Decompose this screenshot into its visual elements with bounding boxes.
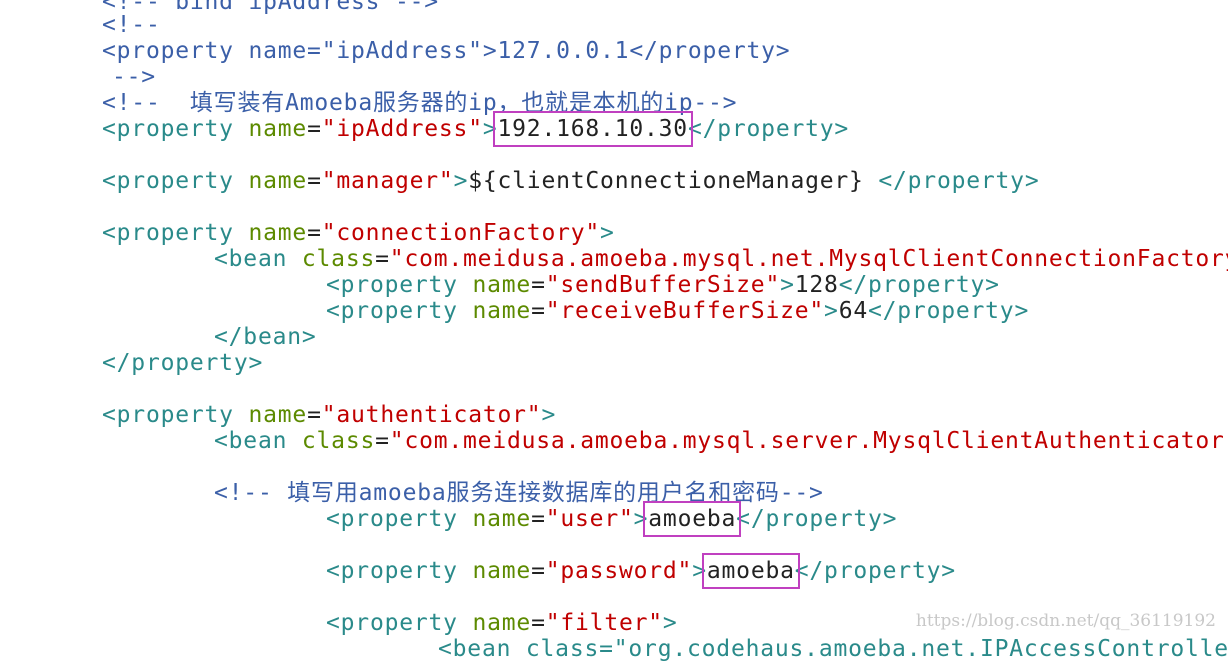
xml-tag: </property> — [838, 272, 1000, 298]
xml-string: "com.meidusa.amoeba.mysql.net.MysqlClien… — [389, 246, 1228, 272]
comment-text: <!-- 填写用amoeba服务连接数据库的用户名和密码--> — [214, 480, 824, 506]
xml-tag: > — [482, 116, 498, 142]
xml-tag: > — [453, 168, 469, 194]
xml-tag: <bean class="org.codehaus.amoeba.net.IPA… — [438, 636, 1228, 662]
code-line: </property> — [102, 350, 263, 376]
xml-attr: name — [472, 558, 532, 584]
code-line: --> — [112, 64, 156, 90]
code-line: <property name="connectionFactory"> — [102, 220, 615, 246]
xml-attr: class — [301, 246, 376, 272]
xml-tag: > — [600, 220, 615, 246]
code-line: <property name="sendBufferSize">128</pro… — [326, 272, 1000, 298]
equals-sign: = — [307, 402, 322, 428]
text-value: 128 — [794, 272, 839, 298]
xml-string: "manager" — [321, 168, 454, 194]
xml-tag: </property> — [102, 350, 264, 376]
xml-attr: name — [248, 402, 308, 428]
xml-tag: </property> — [736, 506, 898, 532]
xml-tag: </bean> — [214, 324, 317, 350]
equals-sign: = — [375, 428, 390, 454]
xml-tag: <property — [326, 298, 473, 324]
watermark-text: https://blog.csdn.net/qq_36119192 — [915, 611, 1216, 631]
xml-string: "receiveBufferSize" — [545, 298, 825, 324]
text-value: ${clientConnectioneManager} — [468, 168, 864, 194]
xml-tag: > — [780, 272, 795, 298]
highlighted-value: 192.168.10.30 — [492, 111, 693, 147]
comment-text: <property name="ipAddress"> — [102, 38, 498, 64]
xml-string: "user" — [545, 506, 634, 532]
code-line: <property name="authenticator"> — [102, 402, 556, 428]
equals-sign: = — [531, 558, 546, 584]
equals-sign: = — [531, 272, 546, 298]
xml-tag: <property — [102, 220, 249, 246]
equals-sign: = — [531, 298, 546, 324]
comment-text: <!-- 填写装有Amoeba服务器的ip，也就是本机的ip--> — [102, 90, 738, 116]
comment-text: </property> — [629, 38, 791, 64]
code-line: <property name="user">amoeba</property> — [326, 501, 898, 537]
comment-text: 127.0.0.1 — [497, 38, 630, 64]
equals-sign: = — [531, 610, 546, 636]
xml-string: "authenticator" — [321, 402, 542, 428]
xml-string: "password" — [545, 558, 693, 584]
code-line: <!-- — [102, 12, 161, 38]
comment-text: <!-- bind ipAddress --> — [102, 0, 439, 15]
xml-tag: <property — [102, 402, 249, 428]
xml-tag: </property> — [794, 558, 956, 584]
comment-close: --> — [112, 64, 156, 90]
xml-attr: name — [472, 272, 532, 298]
equals-sign: = — [307, 168, 322, 194]
xml-tag: > — [662, 610, 678, 636]
xml-tag: </property> — [867, 298, 1030, 324]
xml-attr: name — [248, 116, 308, 142]
xml-string: "sendBufferSize" — [545, 272, 781, 298]
xml-tag: > — [633, 506, 649, 532]
xml-string: "filter" — [545, 610, 663, 636]
code-line: </bean> — [214, 324, 317, 350]
xml-attr: name — [248, 220, 308, 246]
xml-tag: <property — [102, 168, 249, 194]
code-line: <bean class="org.codehaus.amoeba.net.IPA… — [438, 636, 1228, 662]
code-line: <!-- 填写装有Amoeba服务器的ip，也就是本机的ip--> — [102, 90, 737, 116]
xml-string: "com.meidusa.amoeba.mysql.server.MysqlCl… — [389, 428, 1228, 454]
xml-tag: <property — [326, 610, 473, 636]
code-line: <!-- 填写用amoeba服务连接数据库的用户名和密码--> — [214, 480, 824, 506]
xml-attr: name — [472, 506, 532, 532]
equals-sign: = — [375, 246, 390, 272]
xml-tag: > — [541, 402, 557, 428]
equals-sign: = — [307, 220, 322, 246]
xml-tag: <property — [102, 116, 249, 142]
code-line: <property name="manager">${clientConnect… — [102, 168, 1039, 194]
xml-attr: class — [301, 428, 376, 454]
highlighted-value: amoeba — [643, 501, 742, 537]
equals-sign: = — [307, 116, 322, 142]
xml-tag: <bean — [214, 428, 302, 454]
xml-attr: name — [472, 610, 532, 636]
xml-tag: <property — [326, 558, 473, 584]
xml-tag: > — [692, 558, 707, 584]
xml-tag: <property — [326, 506, 473, 532]
xml-tag: <property — [326, 272, 473, 298]
equals-sign: = — [531, 506, 546, 532]
code-line: <property name="password">amoeba</proper… — [326, 553, 956, 589]
code-line: <property name="receiveBufferSize">64</p… — [326, 298, 1029, 324]
xml-string: "connectionFactory" — [321, 220, 601, 246]
xml-tag: > — [824, 298, 839, 324]
xml-tag: <bean — [214, 246, 302, 272]
xml-string: "ipAddress" — [321, 116, 483, 142]
highlighted-value: amoeba — [701, 553, 800, 589]
xml-tag: </property> — [863, 168, 1040, 194]
xml-tag: </property> — [687, 116, 850, 142]
code-line: <bean class="com.meidusa.amoeba.mysql.ne… — [214, 246, 1228, 272]
code-line: <bean class="com.meidusa.amoeba.mysql.se… — [214, 428, 1228, 454]
code-line: <property name="filter"> — [326, 610, 678, 636]
text-value: 64 — [838, 298, 868, 324]
xml-attr: name — [472, 298, 532, 324]
comment-open: <!-- — [102, 12, 161, 38]
code-line: <property name="ipAddress">192.168.10.30… — [102, 111, 850, 147]
code-line: <!-- bind ipAddress --> — [102, 0, 439, 15]
xml-attr: name — [248, 168, 308, 194]
code-line: <property name="ipAddress">127.0.0.1</pr… — [102, 38, 790, 64]
